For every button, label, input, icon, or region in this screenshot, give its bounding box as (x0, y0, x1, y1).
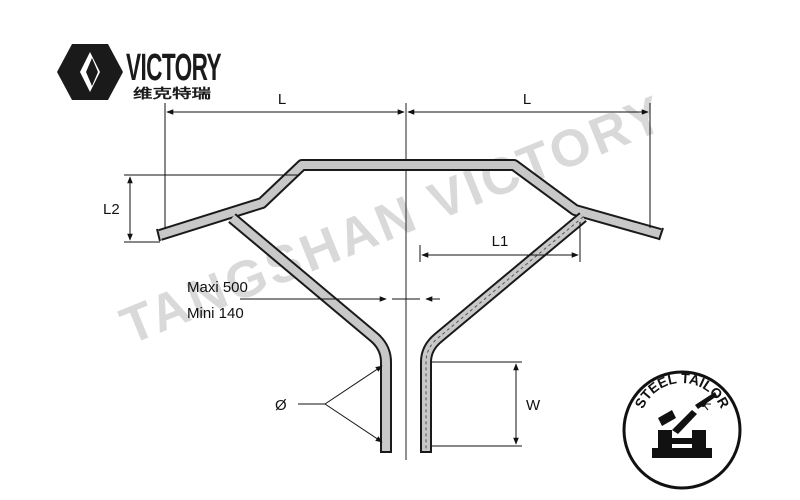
right-riser (420, 212, 587, 453)
victory-logo-mark (57, 44, 123, 100)
dim-label-L1: L1 (492, 233, 509, 250)
dimension-L-right: L (407, 91, 651, 228)
dimension-W: W (432, 361, 541, 447)
dim-label-diameter: Ø (275, 397, 287, 414)
dim-label-maxi: Maxi 500 (187, 279, 248, 296)
logo-brand-text: VICTORY (126, 47, 221, 89)
dim-label-L-left: L (278, 91, 286, 108)
dim-label-L-right: L (523, 91, 531, 108)
dimension-gap: Maxi 500 Mini 140 (187, 279, 440, 322)
dimension-L1: L1 (419, 222, 581, 262)
victory-logo: VICTORY 维克特瑞 (57, 44, 222, 102)
dim-label-L2: L2 (103, 201, 120, 218)
steel-tailor-badge: STEEL TAILOR (622, 370, 742, 490)
logo-chinese-text: 维克特瑞 (133, 86, 211, 102)
dimension-diameter: Ø (275, 365, 383, 443)
handlebar-tube (156, 159, 664, 242)
welder-icon (652, 392, 717, 458)
left-riser (228, 213, 392, 453)
dimension-L2: L2 (103, 174, 300, 243)
dim-label-mini: Mini 140 (187, 305, 244, 322)
dimension-L-left: L (164, 91, 405, 228)
dim-label-W: W (526, 397, 541, 414)
